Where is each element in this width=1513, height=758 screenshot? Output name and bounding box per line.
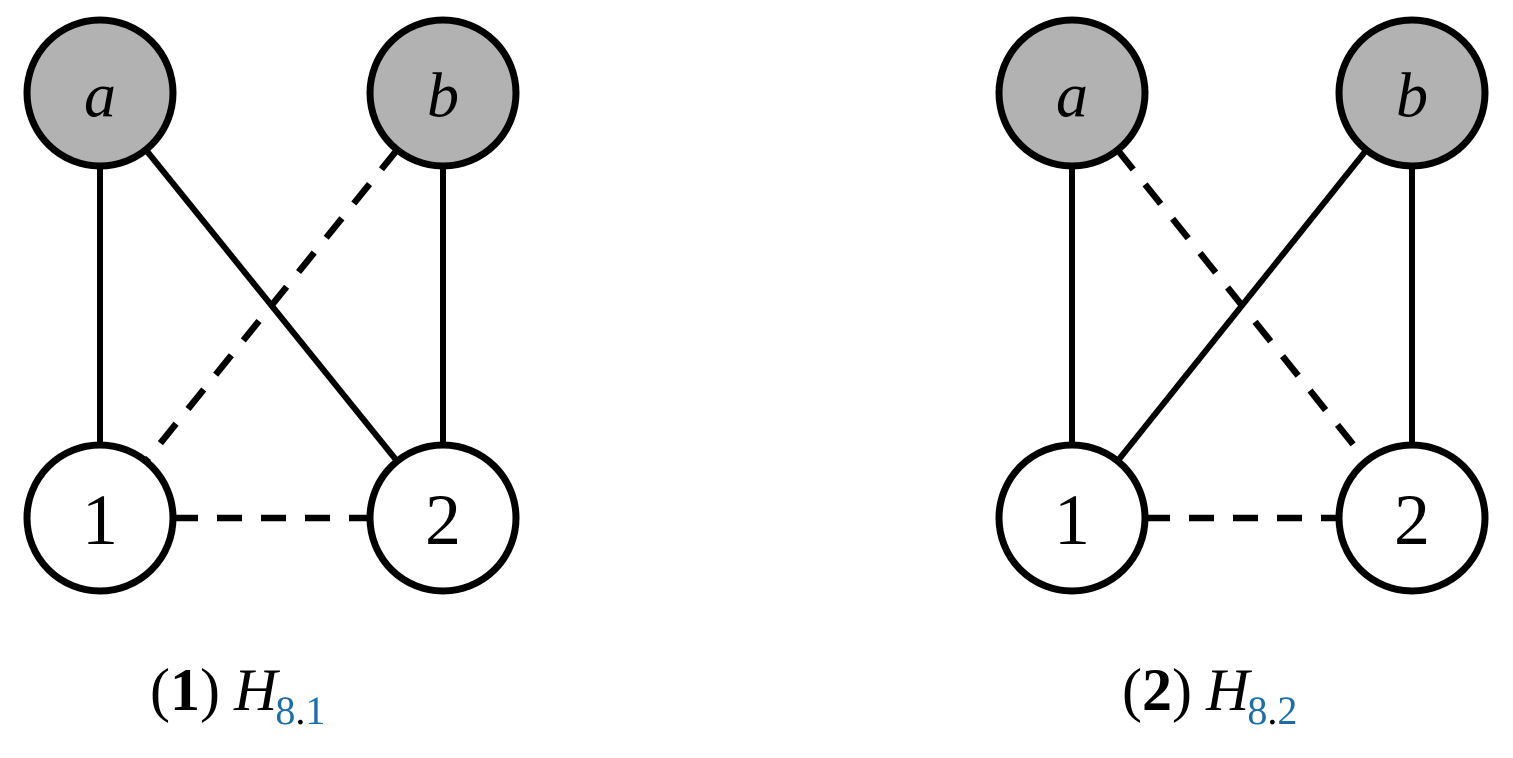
caption-h8-1: (1)H8.1 (150, 657, 327, 731)
node-circle-a[interactable] (23, 16, 177, 170)
edge-H8.1-b-1 (143, 147, 400, 464)
caption-paren-close: ) (1171, 657, 1192, 723)
node-circle-b[interactable] (366, 16, 520, 170)
edges-layer (97, 147, 1415, 522)
node-label-1: 1 (1054, 480, 1090, 560)
node-circle-a[interactable] (995, 16, 1149, 170)
node-H8.1-a[interactable]: a (23, 16, 177, 170)
node-circle-1[interactable] (23, 441, 177, 595)
caption-sub-minor: 2 (1277, 688, 1298, 734)
node-H8.1-2[interactable]: 2 (366, 441, 520, 595)
node-label-b: b (1396, 60, 1428, 131)
node-circle-2[interactable] (1335, 441, 1489, 595)
caption-sub-minor: 1 (305, 688, 326, 734)
caption-subscript: 8.1 (275, 688, 325, 733)
caption-index-2: (2) (1122, 657, 1192, 723)
node-label-a: a (1056, 60, 1088, 131)
node-circle-b[interactable] (1335, 16, 1489, 170)
caption-symbol-h: H (233, 657, 278, 723)
node-H8.2-a[interactable]: a (995, 16, 1149, 170)
node-H8.2-1[interactable]: 1 (995, 441, 1149, 595)
caption-subscript: 8.2 (1247, 688, 1297, 733)
caption-paren-open: ( (150, 657, 170, 723)
node-label-a: a (84, 60, 116, 131)
caption-paren-close: ) (199, 657, 220, 723)
caption-index-number: 1 (169, 657, 200, 723)
caption-sub-major: 8 (1247, 688, 1268, 734)
caption-index-1: (1) (150, 657, 220, 723)
nodes-layer: a b 1 2 a b 1 2 (23, 16, 1489, 595)
edge-H8.2-a-2 (1115, 147, 1369, 464)
caption-paren-open: ( (1122, 657, 1142, 723)
node-circle-1[interactable] (995, 441, 1149, 595)
node-label-2: 2 (425, 480, 461, 560)
caption-h8-2: (2)H8.2 (1122, 657, 1299, 731)
caption-index-number: 2 (1141, 657, 1172, 723)
node-H8.1-b[interactable]: b (366, 16, 520, 170)
caption-symbol-h: H (1205, 657, 1250, 723)
caption-sub-dot: . (1267, 688, 1278, 734)
node-label-2: 2 (1394, 480, 1430, 560)
node-label-b: b (427, 60, 459, 131)
node-label-1: 1 (82, 480, 118, 560)
node-H8.2-2[interactable]: 2 (1335, 441, 1489, 595)
node-H8.2-b[interactable]: b (1335, 16, 1489, 170)
caption-sub-major: 8 (275, 688, 296, 734)
node-H8.1-1[interactable]: 1 (23, 441, 177, 595)
caption-sub-dot: . (295, 688, 306, 734)
node-circle-2[interactable] (366, 441, 520, 595)
